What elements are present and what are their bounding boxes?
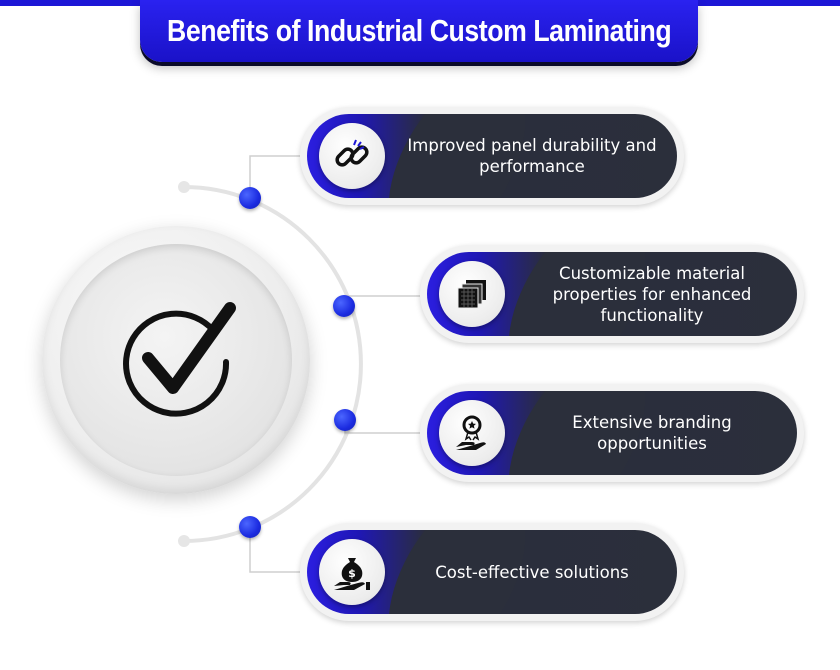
chain-link-icon xyxy=(319,123,385,189)
arc-end-dot-bottom xyxy=(178,535,190,547)
benefit-card-3: Extensive branding opportunities xyxy=(420,384,804,482)
benefit-card-1: Improved panel durability and performanc… xyxy=(300,107,684,205)
svg-text:$: $ xyxy=(348,567,356,580)
benefit-label-4: Cost-effective solutions xyxy=(435,562,629,582)
title-banner: Benefits of Industrial Custom Laminating xyxy=(140,0,698,62)
benefit-label-2: Customizable material properties for enh… xyxy=(552,263,752,325)
award-hand-icon xyxy=(439,400,505,466)
node-dot-2 xyxy=(333,295,355,317)
orbit-arc xyxy=(183,185,363,543)
benefit-label-3: Extensive branding opportunities xyxy=(572,413,732,453)
checkmark-circle-icon xyxy=(123,302,236,417)
benefit-label-1: Improved panel durability and performanc… xyxy=(407,136,657,176)
connector-2 xyxy=(343,295,420,306)
node-dot-4 xyxy=(239,516,261,538)
money-bag-hand-icon: $ xyxy=(319,539,385,605)
connector-3 xyxy=(344,420,420,434)
connector-4 xyxy=(249,527,300,573)
benefit-card-2: Customizable material properties for enh… xyxy=(420,245,804,343)
node-dot-3 xyxy=(334,409,356,431)
page-title: Benefits of Industrial Custom Laminating xyxy=(166,13,672,48)
connector-1 xyxy=(249,155,300,198)
hub-circle-inner xyxy=(60,244,292,476)
material-layers-icon xyxy=(439,261,505,327)
benefit-card-4: $ Cost-effective solutions xyxy=(300,523,684,621)
arc-end-dot-top xyxy=(178,181,190,193)
node-dot-1 xyxy=(239,187,261,209)
